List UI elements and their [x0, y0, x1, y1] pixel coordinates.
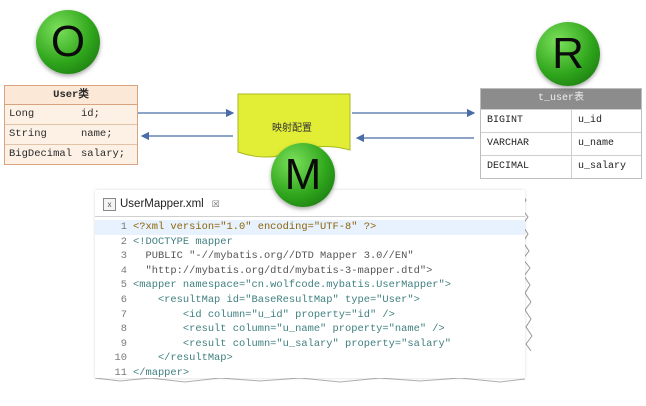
mapping-config-label: 映射配置: [272, 123, 312, 134]
line-number: 7: [120, 308, 127, 321]
line-number: 1: [120, 221, 127, 233]
xml-editor: x UserMapper.xml ☒ 1 <?xml version="1.0"…: [95, 190, 525, 381]
tab-label: UserMapper.xml: [120, 198, 204, 210]
user-table-box: t_user表 BIGINT u_id VARCHAR u_name DECIM…: [480, 88, 642, 179]
column-name: u_salary: [578, 161, 627, 172]
line-text: <?xml version="1.0" encoding="UTF-8" ?>: [133, 221, 377, 233]
line-text: <mapper namespace="cn.wolfcode.mybatis.U…: [133, 279, 452, 292]
column-type: DECIMAL: [481, 156, 572, 178]
table-title: t_user表: [481, 89, 641, 109]
line-number: 10: [114, 352, 127, 365]
code-line: 3 PUBLIC "-//mybatis.org//DTD Mapper 3.0…: [95, 249, 525, 264]
user-class-box: User类 Long id; String name; BigDecimal s…: [4, 85, 138, 165]
line-number: 3: [120, 250, 127, 263]
orm-m-circle: M: [271, 143, 335, 207]
field-name: salary;: [81, 148, 126, 160]
table-row: DECIMAL u_salary: [481, 155, 641, 178]
code-line: 11 </mapper>: [95, 366, 525, 381]
line-number: 6: [120, 293, 127, 306]
column-name: u_id: [578, 115, 603, 126]
table-row: VARCHAR u_name: [481, 132, 641, 155]
class-field-row: Long id;: [5, 105, 137, 125]
line-text: <result column="u_name" property="name" …: [133, 323, 445, 336]
line-text: <result column="u_salary" property="sala…: [133, 337, 452, 350]
orm-r-circle: R: [536, 22, 600, 86]
field-type: String: [9, 128, 47, 140]
table-row: BIGINT u_id: [481, 109, 641, 132]
field-name: id;: [81, 108, 100, 120]
field-type: BigDecimal: [9, 148, 73, 160]
class-title: User类: [5, 86, 137, 105]
field-name: name;: [81, 128, 113, 140]
line-text: <id column="u_id" property="id" />: [133, 308, 395, 321]
line-number: 8: [120, 323, 127, 336]
editor-bottom-edge: [94, 377, 526, 383]
editor-torn-edge: [519, 191, 533, 352]
column-name: u_name: [578, 138, 615, 149]
line-number: 11: [114, 366, 127, 379]
code-line: 1 <?xml version="1.0" encoding="UTF-8" ?…: [95, 220, 525, 235]
editor-tab[interactable]: x UserMapper.xml ☒: [103, 194, 220, 214]
code-area[interactable]: 1 <?xml version="1.0" encoding="UTF-8" ?…: [95, 220, 525, 381]
line-text: </mapper>: [133, 366, 190, 379]
line-text: </resultMap>: [133, 352, 233, 365]
code-line: 6 <resultMap id="BaseResultMap" type="Us…: [95, 293, 525, 308]
line-number: 9: [120, 337, 127, 350]
orm-o-circle: O: [36, 10, 100, 74]
code-line: 8 <result column="u_name" property="name…: [95, 322, 525, 337]
code-line: 2 <!DOCTYPE mapper: [95, 235, 525, 250]
line-number: 2: [120, 235, 127, 248]
column-type: BIGINT: [481, 110, 572, 132]
code-line: 7 <id column="u_id" property="id" />: [95, 308, 525, 323]
code-line: 10 </resultMap>: [95, 351, 525, 366]
code-line: 4 "http://mybatis.org/dtd/mybatis-3-mapp…: [95, 264, 525, 279]
code-line: 5 <mapper namespace="cn.wolfcode.mybatis…: [95, 278, 525, 293]
line-text: <!DOCTYPE mapper: [133, 235, 233, 248]
code-line: 9 <result column="u_salary" property="sa…: [95, 337, 525, 352]
line-number: 5: [120, 279, 127, 292]
xml-file-icon: x: [103, 197, 116, 211]
class-field-row: BigDecimal salary;: [5, 145, 137, 164]
class-field-row: String name;: [5, 125, 137, 145]
field-type: Long: [9, 108, 35, 120]
line-text: "http://mybatis.org/dtd/mybatis-3-mapper…: [133, 264, 433, 277]
line-text: PUBLIC "-//mybatis.org//DTD Mapper 3.0//…: [133, 250, 414, 263]
line-text: <resultMap id="BaseResultMap" type="User…: [133, 293, 420, 306]
close-icon[interactable]: ☒: [211, 199, 220, 209]
column-type: VARCHAR: [481, 133, 572, 155]
line-number: 4: [120, 264, 127, 277]
tab-divider: [95, 216, 525, 217]
